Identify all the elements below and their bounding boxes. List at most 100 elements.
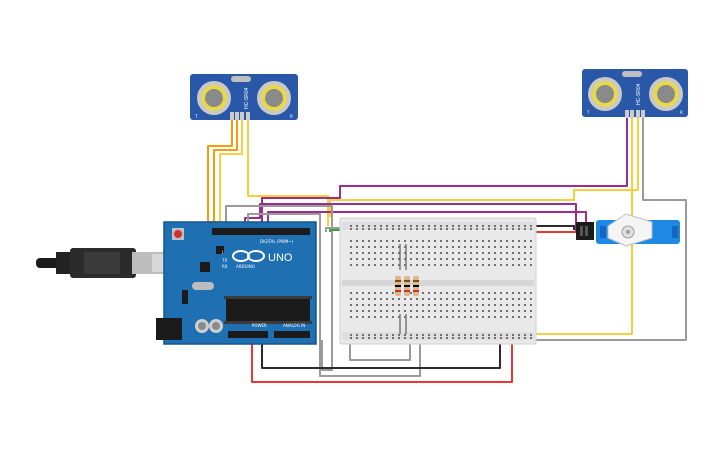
breadboard-hole xyxy=(350,225,352,227)
reset-button-icon[interactable] xyxy=(172,228,184,240)
breadboard-hole xyxy=(458,264,460,266)
breadboard-hole xyxy=(428,334,430,336)
breadboard-hole xyxy=(524,310,526,312)
breadboard-hole xyxy=(410,246,412,248)
breadboard-hole xyxy=(446,304,448,306)
breadboard-hole xyxy=(524,334,526,336)
breadboard-hole xyxy=(440,252,442,254)
breadboard-hole xyxy=(392,225,394,227)
breadboard-hole xyxy=(488,316,490,318)
breadboard-hole xyxy=(530,292,532,294)
breadboard-hole xyxy=(398,310,400,312)
servo-motor[interactable] xyxy=(576,213,680,247)
breadboard-hole xyxy=(404,337,406,339)
tx-label: TX xyxy=(221,258,227,263)
breadboard-hole xyxy=(512,337,514,339)
breadboard-hole xyxy=(470,240,472,242)
breadboard-hole xyxy=(518,298,520,300)
servo-horn-icon[interactable] xyxy=(607,213,653,247)
breadboard-hole xyxy=(398,228,400,230)
breadboard-hole xyxy=(362,240,364,242)
ultrasonic-sensor-left[interactable]: HC-SR04 T R xyxy=(190,74,298,120)
breadboard-hole xyxy=(440,258,442,260)
resistor-3[interactable] xyxy=(413,276,419,296)
breadboard-hole xyxy=(356,240,358,242)
breadboard-hole xyxy=(470,228,472,230)
breadboard-hole xyxy=(530,240,532,242)
rx-label: RX xyxy=(222,264,228,269)
breadboard-hole xyxy=(512,246,514,248)
breadboard-hole xyxy=(374,240,376,242)
breadboard-hole xyxy=(416,228,418,230)
breadboard-hole xyxy=(440,334,442,336)
breadboard-hole xyxy=(350,258,352,260)
resistor-2[interactable] xyxy=(404,276,410,296)
breadboard-hole xyxy=(428,228,430,230)
breadboard-hole xyxy=(440,316,442,318)
breadboard-hole xyxy=(440,304,442,306)
breadboard-hole xyxy=(434,264,436,266)
wire-red-5v[interactable] xyxy=(251,334,513,383)
breadboard-hole xyxy=(428,225,430,227)
breadboard-hole xyxy=(392,316,394,318)
breadboard-hole xyxy=(362,246,364,248)
breadboard-hole xyxy=(494,258,496,260)
breadboard-hole xyxy=(494,240,496,242)
breadboard-hole xyxy=(356,252,358,254)
breadboard-hole xyxy=(416,298,418,300)
breadboard-hole xyxy=(506,258,508,260)
breadboard-hole xyxy=(368,258,370,260)
breadboard-hole xyxy=(518,304,520,306)
breadboard-hole xyxy=(416,225,418,227)
resistor-1[interactable] xyxy=(395,276,401,296)
breadboard-hole xyxy=(524,258,526,260)
sensor-left-model: HC-SR04 xyxy=(244,87,250,109)
arduino-uno-board[interactable]: UNO ARDUINO DIGITAL (PWM~) POWER ANALOG … xyxy=(156,221,317,345)
breadboard-hole xyxy=(374,316,376,318)
breadboard-hole xyxy=(374,228,376,230)
wire-gray-1[interactable] xyxy=(225,205,333,371)
breadboard-hole xyxy=(476,264,478,266)
breadboard-hole xyxy=(458,292,460,294)
breadboard-hole xyxy=(434,304,436,306)
breadboard-hole xyxy=(440,298,442,300)
breadboard-hole xyxy=(518,228,520,230)
breadboard-hole xyxy=(380,292,382,294)
breadboard-hole xyxy=(518,258,520,260)
sensor-left-corner-r: R xyxy=(290,114,293,119)
breadboard-hole xyxy=(380,252,382,254)
breadboard-hole xyxy=(488,298,490,300)
breadboard-hole xyxy=(380,334,382,336)
breadboard-hole xyxy=(398,225,400,227)
ultrasonic-sensor-right[interactable]: HC-SR04 T R xyxy=(582,69,688,118)
breadboard-hole xyxy=(530,246,532,248)
wire-right-sensor-echo[interactable] xyxy=(329,118,639,217)
led-leads[interactable] xyxy=(399,244,407,334)
breadboard-hole xyxy=(440,292,442,294)
breadboard-hole xyxy=(524,264,526,266)
breadboard-hole xyxy=(356,334,358,336)
breadboard-hole xyxy=(374,334,376,336)
wire-black-short[interactable] xyxy=(520,225,575,230)
wire-right-sensor-gnd[interactable] xyxy=(526,118,687,341)
breadboard-hole xyxy=(380,310,382,312)
breadboard-hole xyxy=(380,337,382,339)
wire-purple-servo[interactable] xyxy=(244,203,577,232)
breadboard-hole xyxy=(440,337,442,339)
breadboard[interactable] xyxy=(339,217,537,345)
breadboard-hole xyxy=(464,240,466,242)
breadboard-hole xyxy=(500,292,502,294)
breadboard-hole xyxy=(434,228,436,230)
breadboard-hole xyxy=(404,298,406,300)
breadboard-hole xyxy=(368,337,370,339)
breadboard-hole xyxy=(350,310,352,312)
breadboard-hole xyxy=(530,337,532,339)
breadboard-hole xyxy=(434,258,436,260)
breadboard-hole xyxy=(476,304,478,306)
breadboard-hole xyxy=(374,310,376,312)
breadboard-hole xyxy=(392,337,394,339)
breadboard-hole xyxy=(422,258,424,260)
breadboard-hole xyxy=(440,310,442,312)
analog-header xyxy=(274,331,310,338)
breadboard-hole xyxy=(380,304,382,306)
